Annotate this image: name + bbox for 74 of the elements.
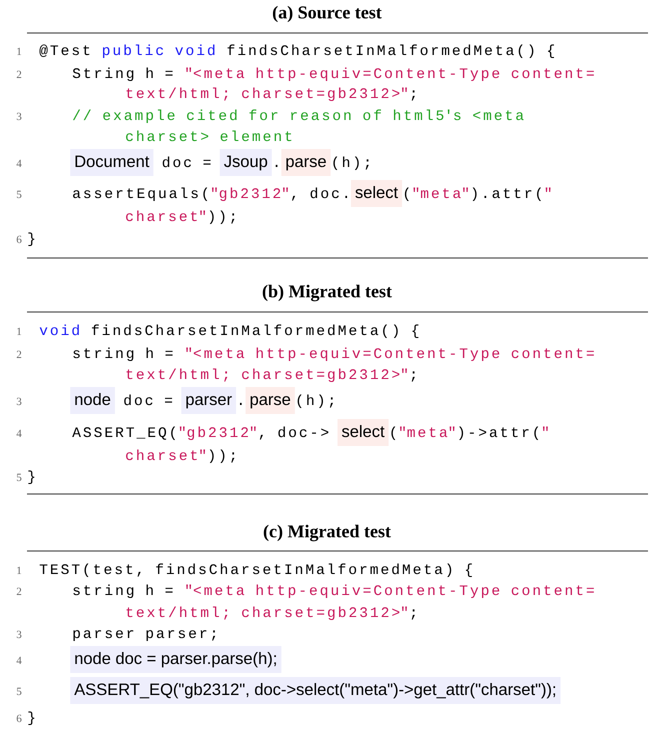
subfigure-title: (a) Source test (272, 6, 382, 22)
line-number: 4 (16, 656, 22, 664)
line-number: 5 (16, 474, 22, 482)
code-text: } (28, 712, 34, 726)
line-number: 3 (16, 398, 22, 406)
code-text: (h); (298, 394, 333, 408)
code-text: ; (412, 371, 415, 382)
highlighted-code: parser (181, 387, 236, 414)
code-text: charset" (126, 210, 205, 222)
code-text: ; (412, 90, 415, 101)
code-text: . (276, 164, 278, 167)
code-text: // example cited for reason of html5's <meta (73, 110, 524, 124)
line-number: 4 (16, 160, 22, 167)
code-text: "gb2312" (212, 188, 288, 202)
code-text: (h); (333, 156, 369, 170)
line-number: 3 (16, 630, 22, 638)
code-text: text/html; charset=gb2312>" (126, 88, 407, 101)
code-text: string h = (73, 584, 173, 598)
code-text: charset> element (126, 130, 292, 142)
code-text: doc = (162, 156, 211, 168)
code-text: findsCharsetInMalformedMeta() { (92, 324, 418, 338)
code-text: ; (412, 609, 415, 620)
highlighted-code: select (338, 419, 389, 446)
code-text: text/html; charset=gb2312>" (126, 606, 407, 620)
highlighted-code: node (70, 387, 115, 414)
code-text: charset" (126, 450, 205, 460)
code-text: String h = (72, 68, 173, 82)
code-text: @Test (40, 44, 90, 57)
highlighted-code: Jsoup (220, 149, 272, 176)
line-number: 6 (16, 714, 22, 722)
highlighted-code: Document (70, 149, 154, 176)
code-text: , doc-> (260, 426, 328, 440)
code-text: parser parser; (73, 630, 216, 642)
code-text: )->attr( (459, 426, 538, 440)
line-number: 4 (16, 430, 22, 437)
code-text: findsCharsetInMalformedMeta() { (228, 44, 554, 58)
line-number: 2 (16, 350, 22, 358)
code-text: void (40, 324, 79, 336)
subfigure-title: (b) Migrated test (262, 284, 392, 302)
code-text: )); (210, 210, 234, 224)
code-text: " (546, 188, 550, 192)
code-text: )); (210, 450, 234, 464)
code-text: . (240, 402, 242, 405)
line-number: 2 (16, 70, 22, 78)
line-number: 1 (17, 48, 22, 55)
line-number: 1 (17, 566, 22, 574)
code-text: public void (103, 44, 214, 58)
line-number: 3 (16, 112, 22, 120)
code-text: assertEquals( (73, 188, 208, 202)
code-text: , doc. (292, 188, 348, 201)
code-text: TEST(test, findsCharsetInMalformedMeta) { (40, 564, 472, 578)
code-text: string h = (73, 348, 173, 362)
code-text: ).attr( (472, 188, 541, 202)
code-text: "<meta http-equiv=Content-Type content= (186, 348, 594, 362)
line-number: 1 (17, 328, 22, 335)
line-number: 6 (16, 236, 22, 244)
line-number: 5 (16, 190, 22, 198)
code-text: "<meta http-equiv=Content-Type content= (186, 584, 594, 598)
highlighted-code: parse (246, 387, 295, 414)
subfigure-title: (c) Migrated test (264, 524, 391, 542)
code-text: text/html; charset=gb2312>" (126, 368, 407, 382)
highlighted-code: select (350, 180, 402, 207)
code-text: } (28, 470, 34, 484)
line-number: 5 (16, 688, 22, 696)
highlighted-code: parse (281, 149, 331, 176)
code-text: " (543, 426, 548, 432)
code-text: ASSERT_EQ( (72, 426, 176, 440)
code-text: } (28, 232, 34, 246)
line-number: 2 (16, 588, 22, 595)
highlighted-code: ASSERT_EQ("gb2312", doc->select("meta")->get_attr("charset")); (70, 677, 561, 704)
highlighted-code: node doc = parser.parse(h); (70, 646, 282, 673)
code-text: doc = (124, 394, 172, 406)
code-text: "gb2312" (180, 426, 256, 440)
code-text: "<meta http-equiv=Content-Type content= (186, 68, 594, 82)
